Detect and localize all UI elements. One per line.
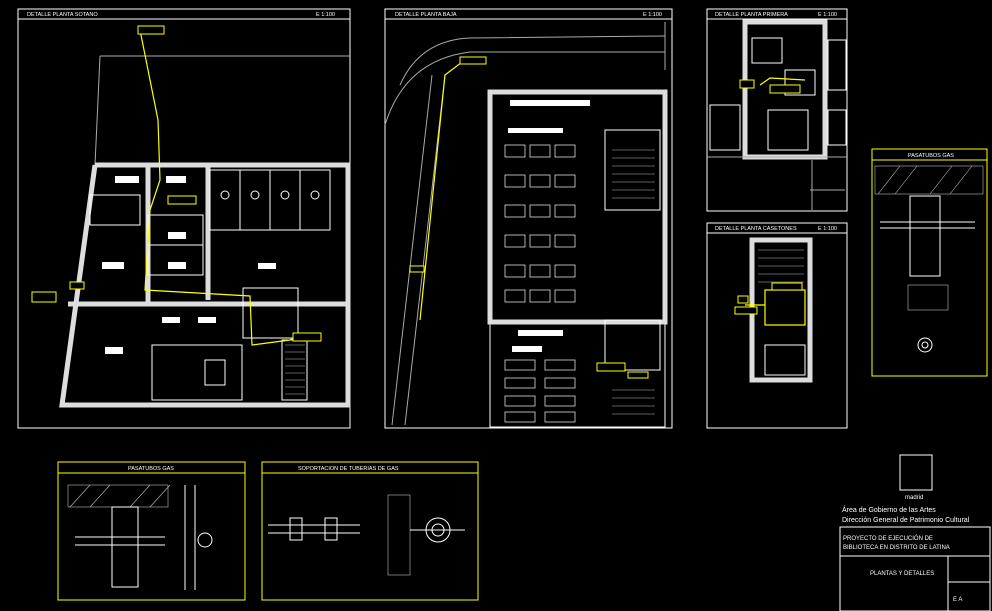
panel-planta-casetones: DETALLE PLANTA CASETONES E 1:100 [706,222,848,429]
logo-caption: madrid [905,495,923,501]
primera-title: DETALLE PLANTA PRIMERA [715,12,788,18]
sotano-scale: E 1:100 [316,12,335,18]
panel-planta-sotano: DETALLE PLANTA SOTANO E 1:100 [17,8,351,429]
baja-scale: E 1:100 [643,12,662,18]
project-line-1: PROYECTO DE EJECUCIÓN DE [843,535,933,542]
area-line: Área de Gobierno de las Artes [842,505,936,514]
casetones-title: DETALLE PLANTA CASETONES [715,226,797,232]
casetones-scale: E 1:100 [818,226,837,232]
sotano-storage-bays [209,169,331,231]
direccion-line: Dirección General de Patrimonio Cultural [842,517,970,524]
soportacion-title: SOPORTACION DE TUBERIAS DE GAS [298,466,399,472]
sheet-title: PLANTAS Y DETALLES [870,571,934,577]
sotano-title: DETALLE PLANTA SOTANO [27,12,98,18]
project-line-2: BIBLIOTECA EN DISTRITO DE LATINA [843,545,950,551]
panel-soportacion: SOPORTACION DE TUBERIAS DE GAS [261,461,479,601]
baja-title: DETALLE PLANTA BAJA [395,12,457,18]
panel-planta-primera: DETALLE PLANTA PRIMERA E 1:100 [706,8,848,212]
sotano-gas-pipe [139,29,301,346]
panel-pasatubos-right: PASATUBOS GAS [871,148,988,377]
baja-gas-pipe [419,59,471,321]
primera-scale: E 1:100 [818,12,837,18]
title-block: madrid Área de Gobierno de las Artes Dir… [839,454,991,611]
panel-pasatubos-bottom: PASATUBOS GAS [57,461,246,601]
pasatubos-bottom-title: PASATUBOS GAS [128,466,174,472]
panel-planta-baja: DETALLE PLANTA BAJA E 1:100 [384,8,673,429]
baja-reading-tables [504,144,576,423]
sheet-code: E A [953,597,962,603]
pasatubos-right-title: PASATUBOS GAS [908,153,954,159]
